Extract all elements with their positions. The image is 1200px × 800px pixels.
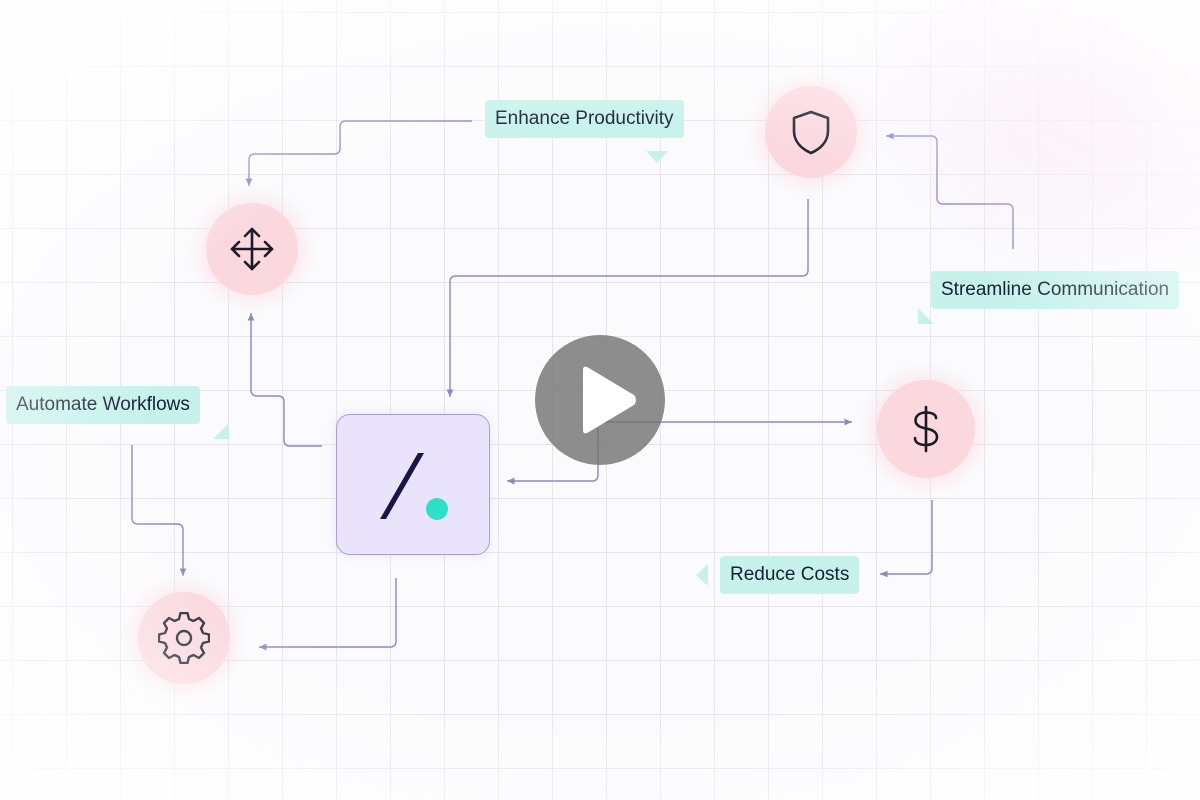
- connector-shield-to-hub: [446, 199, 809, 397]
- label-streamline-communication: Streamline Communication: [931, 271, 1180, 309]
- label-enhance-productivity: Enhance Productivity: [485, 100, 684, 138]
- dollar-icon: [913, 405, 939, 453]
- label-reduce-costs: Reduce Costs: [720, 556, 860, 594]
- connector-automate-to-gear: [131, 445, 187, 576]
- connector-dollar-to-costs: [880, 500, 933, 578]
- label-pointer: [918, 308, 934, 324]
- label-pointer: [696, 564, 708, 586]
- connector-communication-to-shield: [886, 132, 1014, 249]
- gear-icon: [158, 612, 210, 664]
- dollar-node: [877, 380, 975, 478]
- label-automate-workflows: Automate Workflows: [6, 386, 200, 424]
- play-icon: [583, 366, 636, 434]
- play-button[interactable]: [535, 335, 665, 465]
- connector-back-to-hub: [506, 428, 599, 485]
- connector-productivity-to-move: [245, 120, 472, 186]
- connector-hub-to-gear: [259, 578, 397, 651]
- move-node: [206, 203, 298, 295]
- label-pointer: [646, 151, 668, 163]
- label-pointer: [213, 423, 229, 439]
- move-arrows-icon: [230, 227, 274, 271]
- connector-hub-to-move: [247, 313, 322, 447]
- brand-logo: [380, 453, 448, 520]
- shield-icon: [792, 110, 830, 155]
- shield-node: [765, 86, 857, 178]
- central-hub: [336, 414, 490, 555]
- gear-node: [138, 592, 230, 684]
